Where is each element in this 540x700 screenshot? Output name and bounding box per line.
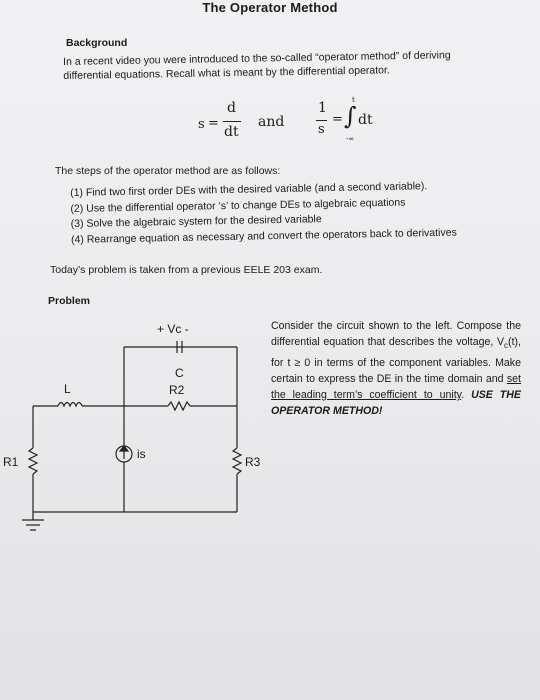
problem-text-part3: . [461,388,472,401]
resistor-r3-icon [231,447,243,475]
resistor-r1-icon [27,447,39,475]
fraction-bar-2 [316,120,327,121]
steps-intro: The steps of the operator method are as … [55,165,281,177]
arrow-up-icon [118,445,130,452]
integral-lower-limit: -∞ [346,135,355,143]
problem-text: Consider the circuit shown to the left. … [271,318,521,419]
integral-upper-limit: t [352,96,355,104]
today-problem-note: Today’s problem is taken from a previous… [50,264,323,276]
c-label: C [175,366,184,380]
fraction-bar [223,121,241,122]
problem-emphasis: USE THE OPERATOR METHOD! [271,388,521,418]
vc-subscript: c [504,341,509,351]
steps-list: (1) Find two first order DEs with the de… [70,179,457,248]
formula-and: and [258,114,285,130]
r3-label: R3 [245,455,261,469]
formula-s: s [198,117,205,132]
problem-heading: Problem [48,295,91,307]
formula-equals: = [208,116,219,131]
vc-label: + Vc - [157,322,189,336]
problem-underlined: set the leading term’s coefficient to un… [271,372,521,401]
formula-equals-2: = [332,112,343,127]
problem-text-part1: Consider the circuit shown to the left. … [271,320,521,349]
inductor-icon [57,401,83,408]
resistor-r2-icon [167,400,191,412]
formula-dt-integral: dt [358,112,373,128]
formula-d: d [227,100,236,116]
formula-one: 1 [318,100,327,116]
l-label: L [64,382,71,396]
is-label: is [137,447,146,461]
problem-text-part2: (t), for t ≥ 0 in terms of the component… [271,336,521,385]
integral-sign-icon: ∫ [344,102,357,130]
formula-s-denominator: s [318,122,325,137]
background-heading: Background [66,37,128,49]
formula-dt: dt [224,124,239,140]
r1-label: R1 [3,455,19,469]
r2-label: R2 [169,383,185,397]
current-source-icon [115,445,133,463]
page-title: The Operator Method [202,0,338,15]
background-intro: In a recent video you were introduced to… [63,47,503,83]
